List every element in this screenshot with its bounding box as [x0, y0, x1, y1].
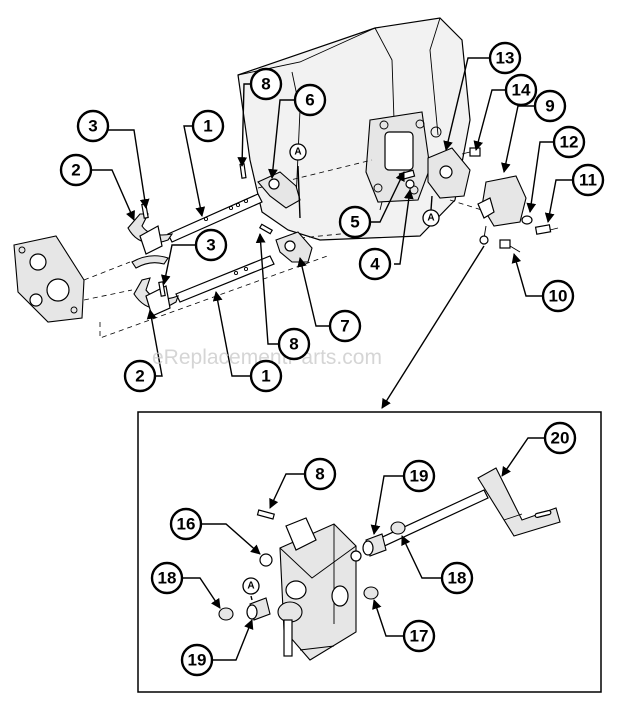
roll-pin-8-detail: [256, 509, 275, 520]
svg-text:3: 3: [206, 236, 215, 255]
callout-1-upper: 1: [191, 109, 225, 143]
svg-text:11: 11: [579, 171, 597, 190]
svg-text:A: A: [294, 147, 301, 158]
callout-2-lower: 2: [123, 359, 157, 393]
svg-text:5: 5: [350, 213, 359, 232]
svg-text:3: 3: [88, 117, 97, 136]
callout-6: 6: [293, 83, 327, 117]
callout-3-upper: 3: [76, 109, 110, 143]
svg-text:4: 4: [370, 255, 380, 274]
ball-16: [259, 553, 273, 567]
callout-16: 16: [169, 507, 203, 541]
detail-box: [137, 411, 602, 693]
bushing-19-right: [362, 533, 387, 557]
plug-18-right: [390, 521, 406, 535]
svg-text:9: 9: [545, 97, 554, 116]
shift-fork-upper: [127, 213, 174, 269]
svg-text:14: 14: [512, 81, 531, 100]
svg-text:6: 6: [305, 91, 314, 110]
callout-12: 12: [552, 125, 586, 159]
callout-3-lower: 3: [194, 228, 228, 262]
shift-lug-7: [275, 231, 313, 263]
detail-arrow: [381, 245, 485, 409]
svg-text:2: 2: [71, 161, 80, 180]
svg-text:19: 19: [188, 651, 207, 670]
watermark-text: eReplacementParts.com: [152, 346, 382, 369]
washer-12: [521, 215, 533, 225]
svg-text:8: 8: [261, 75, 270, 94]
svg-text:1: 1: [203, 117, 212, 136]
callout-14: 14: [504, 73, 538, 107]
reference-a-detail: A: [242, 577, 260, 595]
shift-rail-upper: [167, 193, 263, 243]
front-cover-plate: [13, 235, 85, 323]
svg-text:10: 10: [549, 287, 568, 306]
roll-pin-8-lower: [258, 223, 274, 235]
callout-17: 17: [402, 619, 436, 653]
shifter-housing-9: [477, 175, 527, 245]
callout-19-right: 19: [402, 459, 436, 493]
roll-pin-3-lower: [158, 281, 166, 297]
roll-pin-8-upper: [239, 163, 247, 179]
callout-18-left: 18: [150, 561, 184, 595]
svg-text:A: A: [247, 581, 254, 592]
callout-20: 20: [543, 421, 577, 455]
callout-2-upper: 2: [59, 153, 93, 187]
plug-18-left: [218, 607, 234, 621]
svg-text:17: 17: [410, 627, 429, 646]
svg-text:12: 12: [560, 133, 579, 152]
callout-5: 5: [338, 205, 372, 239]
svg-text:20: 20: [551, 429, 570, 448]
svg-text:19: 19: [410, 467, 429, 486]
plug-17: [363, 586, 379, 600]
callout-8-upper: 8: [249, 67, 283, 101]
callout-10: 10: [541, 279, 575, 313]
svg-text:18: 18: [448, 569, 467, 588]
svg-text:7: 7: [340, 317, 349, 336]
svg-text:13: 13: [496, 49, 515, 68]
leader-lines-detail: [182, 437, 545, 661]
callout-8-lower: 8: [277, 327, 311, 361]
svg-text:16: 16: [177, 515, 196, 534]
svg-text:1: 1: [261, 367, 270, 386]
callout-18-right: 18: [440, 561, 474, 595]
callout-9: 9: [533, 89, 567, 123]
shift-rail-lower: [175, 255, 275, 303]
interlock-ball-4: [405, 179, 415, 189]
callout-7: 7: [328, 309, 362, 343]
svg-text:2: 2: [135, 367, 144, 386]
callout-4: 4: [358, 247, 392, 281]
shifter-housing-detail: [277, 517, 362, 661]
callout-11: 11: [571, 163, 605, 197]
reference-a-middle: A: [422, 209, 440, 227]
svg-text:8: 8: [315, 465, 324, 484]
callout-19-left: 19: [180, 643, 214, 677]
shift-fork-lower: [133, 277, 179, 317]
shift-lug-6: [257, 171, 301, 209]
bolt-10: [499, 239, 521, 253]
svg-text:8: 8: [289, 335, 298, 354]
svg-text:18: 18: [158, 569, 177, 588]
reference-a-upper: A: [289, 143, 307, 161]
bushing-19-left: [246, 597, 271, 621]
callout-8-detail: 8: [303, 457, 337, 491]
callout-1-lower: 1: [249, 359, 283, 393]
callout-13: 13: [488, 41, 522, 75]
svg-text:A: A: [427, 213, 434, 224]
bolt-11: [534, 224, 559, 235]
